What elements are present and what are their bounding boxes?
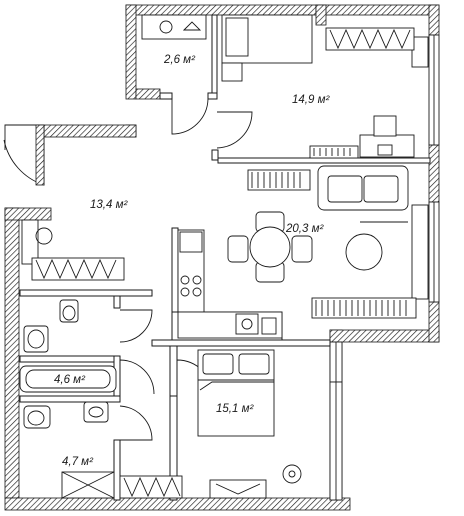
area-labels: 2,6 м² 14,9 м² 13,4 м² 20,3 м² 4,6 м² 15… — [54, 54, 330, 468]
area-label-bathroom-2: 4,7 м² — [62, 456, 94, 468]
area-label-bedroom-1: 14,9 м² — [292, 94, 330, 106]
area-label-living-kitchen: 20,3 м² — [285, 223, 324, 235]
area-label-bedroom-2: 15,1 м² — [216, 403, 254, 415]
wardrobe-room — [141, 14, 207, 40]
bathroom-2-furniture — [23, 401, 115, 499]
area-label-wardrobe: 2,6 м² — [163, 54, 196, 66]
bedroom-2-furniture — [119, 349, 302, 499]
bedroom-1-furniture — [221, 14, 415, 159]
entrance-door — [3, 124, 45, 186]
area-label-bathroom-1: 4,6 м² — [54, 374, 86, 386]
kitchen-block — [177, 229, 283, 339]
area-label-hall: 13,4 м² — [90, 199, 128, 211]
hall-furniture — [21, 219, 125, 281]
bathroom-1-furniture — [19, 299, 117, 393]
windows — [329, 34, 440, 501]
living-furniture — [227, 165, 417, 319]
